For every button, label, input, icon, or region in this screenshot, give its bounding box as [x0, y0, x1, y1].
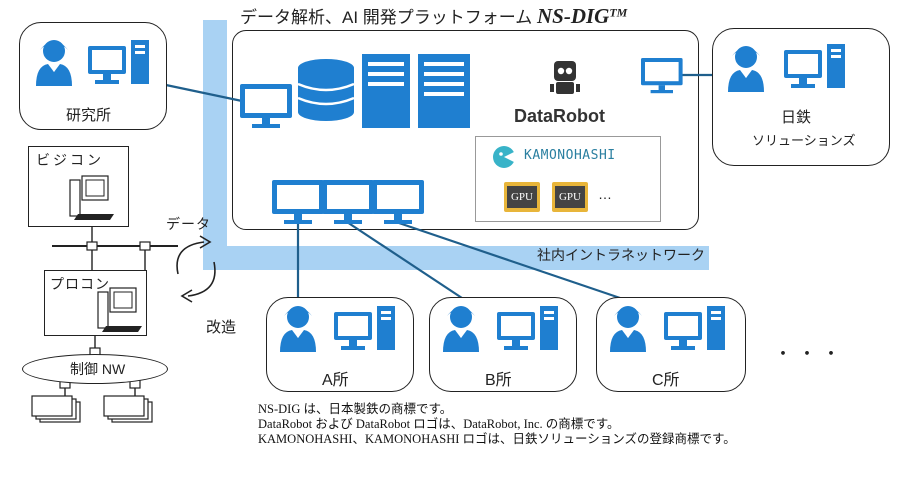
- workstation-icon: [97, 287, 142, 332]
- site-a-label: A所: [322, 372, 349, 389]
- kamonohashi-logo-text: KAMONOHASHI: [524, 148, 616, 163]
- computer-icon: [334, 306, 395, 350]
- trademark-mark: TM: [609, 5, 628, 20]
- datarobot-logo-text: DataRobot: [514, 106, 605, 126]
- process-computer-label: プロコン: [50, 276, 110, 292]
- database-icon: [297, 59, 355, 121]
- gpu-ellipsis: …: [598, 186, 612, 202]
- trademark-note: DataRobot および DataRobot ロゴは、DataRobot, I…: [258, 417, 620, 431]
- more-sites-ellipsis: ・・・: [774, 344, 846, 364]
- trademark-note: KAMONOHASHI、KAMONOHASHI ロゴは、日鉄ソリューションズの登…: [258, 432, 736, 446]
- trademark-note: NS-DIG は、日本製鉄の商標です。: [258, 402, 453, 416]
- gpu-chip: GPU: [552, 182, 588, 212]
- nittetsu-label-line2: ソリューションズ: [752, 133, 856, 148]
- gpu-chip: GPU: [504, 182, 540, 212]
- control-network-label: 制御 NW: [70, 361, 126, 377]
- controller-device-icon: [31, 395, 81, 423]
- business-computer-label: ビジコン: [36, 152, 104, 168]
- intranet-band-vertical: [203, 20, 227, 270]
- improvement-label: 改造: [206, 319, 237, 336]
- intranet-band-horizontal: [203, 246, 709, 270]
- user-icon: [610, 306, 646, 352]
- user-icon: [443, 306, 479, 352]
- user-icon: [280, 306, 316, 352]
- control-network-ellipse: [22, 354, 168, 384]
- research-lab-label: 研究所: [66, 107, 112, 124]
- platform-name: NS-DIG: [537, 4, 610, 28]
- site-b-label: B所: [485, 372, 512, 389]
- kamonohashi-logo-icon: [493, 146, 516, 168]
- controller-device-icon: [103, 395, 153, 423]
- workstation-icon: [69, 175, 114, 220]
- nittetsu-label-line1: 日鉄: [781, 109, 812, 126]
- computer-icon: [497, 306, 558, 350]
- server-rack-icon: [362, 54, 470, 128]
- data-flow-label: データ: [166, 216, 211, 232]
- site-c-label: C所: [652, 372, 680, 389]
- gpu-chip-label: GPU: [555, 186, 585, 208]
- intranet-label: 社内イントラネットワーク: [537, 247, 705, 263]
- platform-title: データ解析、AI 開発プラットフォーム NS-DIGTM: [240, 4, 628, 28]
- robot-logo-icon: [550, 61, 580, 94]
- computer-icon: [664, 306, 725, 350]
- cycle-arrows-icon: [176, 235, 216, 303]
- gpu-chip-label: GPU: [507, 186, 537, 208]
